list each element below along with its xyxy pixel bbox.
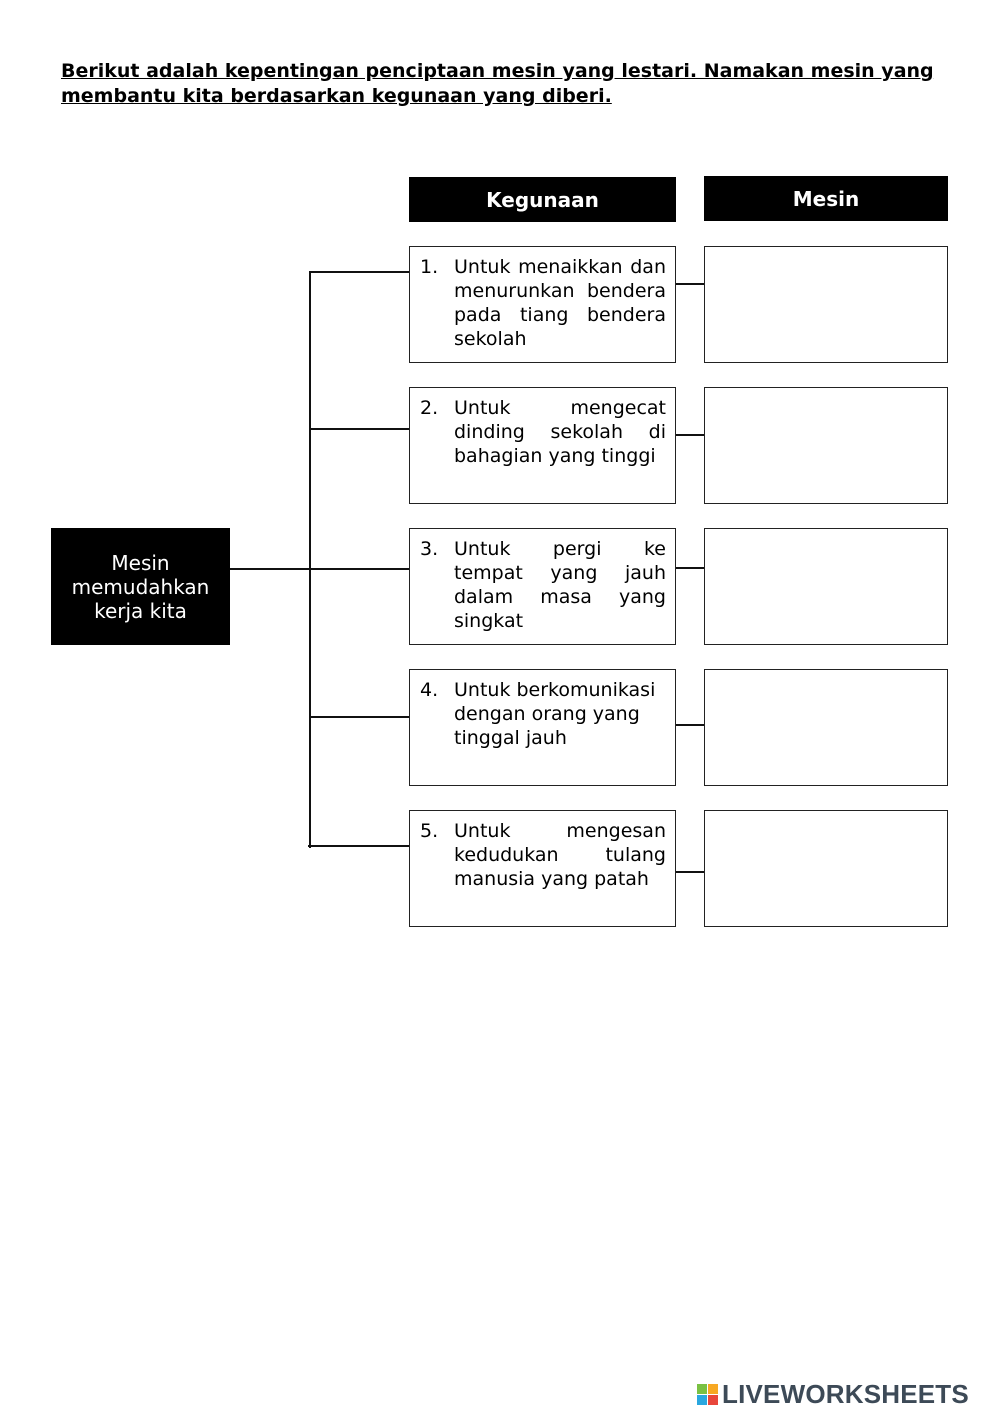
use-box-1: 1. Untuk menaikkan dan menurunkan bender…	[409, 246, 676, 363]
connector-branch-4	[310, 716, 410, 718]
connector-answer-5	[676, 871, 704, 873]
use-number: 2.	[420, 397, 439, 419]
use-text: Untuk menaikkan dan menurunkan bendera p…	[454, 256, 666, 350]
instruction-text: Berikut adalah kepentingan penciptaan me…	[61, 60, 934, 107]
liveworksheets-logo-icon	[697, 1383, 718, 1405]
header-mesin: Mesin	[704, 176, 948, 221]
connector-branch-1	[310, 271, 410, 273]
use-box-2: 2. Untuk mengecat dinding sekolah di bah…	[409, 387, 676, 504]
use-text: Untuk mengesan kedudukan tulang manusia …	[454, 820, 666, 890]
answer-box-1[interactable]	[704, 246, 948, 363]
brand-name: LIVEWORKSHEETS	[722, 1378, 969, 1409]
use-number: 1.	[420, 256, 439, 278]
use-text: Untuk mengecat dinding sekolah di bahagi…	[454, 397, 666, 467]
use-box-4: 4. Untuk berkomunikasi dengan orang yang…	[409, 669, 676, 786]
connector-answer-2	[676, 434, 704, 436]
answer-box-3[interactable]	[704, 528, 948, 645]
use-number: 3.	[420, 538, 439, 560]
root-concept-box: Mesin memudahkan kerja kita	[51, 528, 230, 645]
use-text: Untuk berkomunikasi dengan orang yang ti…	[454, 679, 656, 749]
connector-trunk-vertical	[309, 271, 311, 848]
connector-answer-4	[676, 724, 704, 726]
liveworksheets-brand: LIVEWORKSHEETS	[697, 1378, 969, 1410]
answer-box-4[interactable]	[704, 669, 948, 786]
connector-answer-1	[676, 283, 704, 285]
use-box-5: 5. Untuk mengesan kedudukan tulang manus…	[409, 810, 676, 927]
header-kegunaan: Kegunaan	[409, 177, 676, 222]
answer-box-2[interactable]	[704, 387, 948, 504]
connector-answer-3	[676, 567, 704, 569]
use-number: 5.	[420, 820, 439, 842]
connector-branch-5	[308, 845, 410, 847]
connector-branch-2	[310, 428, 410, 430]
use-box-3: 3. Untuk pergi ke tempat yang jauh dalam…	[409, 528, 676, 645]
answer-box-5[interactable]	[704, 810, 948, 927]
use-text: Untuk pergi ke tempat yang jauh dalam ma…	[454, 538, 666, 632]
use-number: 4.	[420, 679, 439, 701]
connector-root-horizontal	[230, 568, 410, 570]
